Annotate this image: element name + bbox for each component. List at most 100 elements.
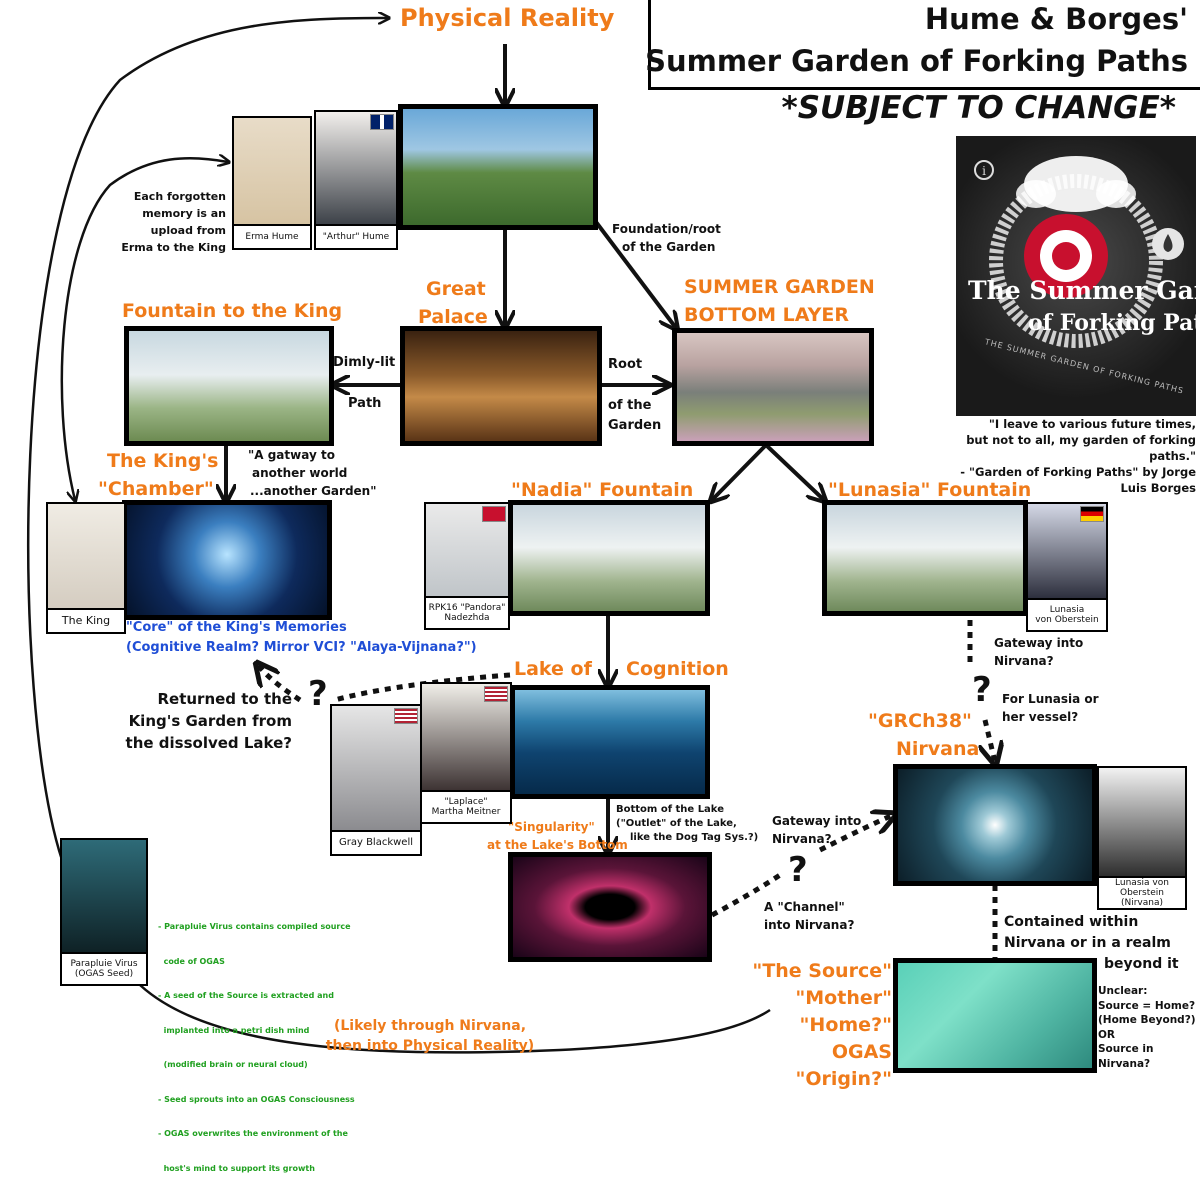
nadezhda-caption-1: RPK16 "Pandora" bbox=[428, 603, 506, 613]
portrait-arthur-hume: "Arthur" Hume bbox=[314, 110, 398, 250]
returned-line-2: King's Garden from bbox=[128, 712, 292, 730]
returned-line-1: Returned to the bbox=[157, 690, 292, 708]
forgotten-memory-line-3: upload from bbox=[150, 224, 226, 237]
forgotten-memory-note: Each forgotten memory is an upload from … bbox=[120, 188, 226, 256]
question-mark-singularity: ? bbox=[788, 850, 808, 890]
cover-art: i The Summer Garden of Forking Paths THE… bbox=[956, 136, 1196, 416]
fountain-king-image bbox=[124, 326, 334, 446]
contained-line-2: Nirvana or in a realm bbox=[1004, 935, 1171, 951]
likely-note: (Likely through Nirvana, then into Physi… bbox=[300, 1016, 560, 1056]
the-king-caption: The King bbox=[48, 608, 124, 632]
dotted-lunasia-to-nirvana bbox=[985, 719, 995, 762]
portrait-lunasia: Lunasia von Oberstein bbox=[1026, 502, 1108, 632]
for-lunasia-line-2: her vessel? bbox=[1002, 710, 1079, 724]
source-label-4: OGAS "Origin?" bbox=[795, 1041, 893, 1090]
connector-layer bbox=[27, 0, 1200, 1054]
virus-note-line-3: - A seed of the Source is extracted and bbox=[158, 991, 334, 1000]
forgotten-memory-line-2: memory is an bbox=[142, 207, 226, 220]
forgotten-memory-line-4: Erma to the King bbox=[121, 241, 226, 254]
unclear-line-1: Unclear: bbox=[1098, 985, 1148, 997]
lunasia-nirvana-caption-2: Oberstein (Nirvana) bbox=[1120, 888, 1164, 908]
channel-line-1: A "Channel" bbox=[764, 900, 845, 914]
martha-caption-1: "Laplace" bbox=[444, 797, 488, 807]
source-label-1: "The Source" bbox=[752, 960, 892, 982]
virus-caption-1: Parapluie Virus bbox=[70, 959, 138, 969]
great-palace-label-1: Great bbox=[426, 278, 486, 300]
martha-caption: "Laplace" Martha Meitner bbox=[422, 790, 510, 822]
nadezhda-caption: RPK16 "Pandora" Nadezhda bbox=[426, 596, 508, 628]
info-icon bbox=[974, 160, 994, 180]
borges-quote: "I leave to various future times, but no… bbox=[936, 416, 1196, 496]
dotted-singularity-to-nirvana-b bbox=[818, 815, 893, 853]
returned-note: Returned to the King's Garden from the d… bbox=[114, 688, 292, 754]
gateway-nirvana-note-1: Gateway into Nirvana? bbox=[994, 634, 1083, 670]
us-flag-icon bbox=[394, 708, 418, 724]
portrait-martha-meitner: "Laplace" Martha Meitner bbox=[420, 682, 512, 824]
us-flag-icon bbox=[484, 686, 508, 702]
kings-chamber-label-2: "Chamber" bbox=[98, 478, 214, 500]
nadezhda-caption-2: Nadezhda bbox=[444, 613, 490, 623]
virus-note-line-6: - Seed sprouts into an OGAS Consciousnes… bbox=[158, 1094, 355, 1104]
bottom-of-lake-line-1: Bottom of the Lake bbox=[616, 804, 724, 815]
nirvana-label-2: Nirvana bbox=[896, 738, 980, 760]
foundation-line-1: Foundation/root bbox=[612, 222, 721, 236]
curve-erma-king bbox=[60, 158, 228, 500]
nirvana-image bbox=[893, 764, 1097, 886]
gateway-world-line-2: another world bbox=[252, 466, 348, 480]
quote-line-3: - "Garden of Forking Paths" by Jorge Lui… bbox=[960, 465, 1196, 495]
uk-flag-icon bbox=[370, 114, 394, 130]
garden-entrance-image bbox=[398, 104, 598, 230]
bottom-of-lake-line-3: like the Dog Tag Sys.?) bbox=[630, 832, 759, 843]
bottom-layer-image bbox=[672, 328, 874, 446]
portrait-the-king: The King bbox=[46, 502, 126, 634]
lake-label-1: Lake of bbox=[514, 658, 592, 680]
great-palace-image bbox=[400, 326, 602, 446]
contained-line-1: Contained within bbox=[1004, 914, 1139, 930]
channel-note: A "Channel" into Nirvana? bbox=[764, 898, 854, 934]
lake-image bbox=[510, 685, 710, 799]
great-palace-label-2: Palace bbox=[418, 306, 488, 328]
arrow-bottom-to-lunasia bbox=[764, 443, 824, 500]
for-lunasia-line-1: For Lunasia or bbox=[1002, 692, 1099, 706]
virus-note-line-1: - Parapluie Virus contains compiled sour… bbox=[158, 922, 351, 931]
unclear-line-3: (Home Beyond?) bbox=[1098, 1014, 1196, 1026]
cover-title-2: of Forking Paths bbox=[1028, 310, 1196, 336]
subject-to-change: *SUBJECT TO CHANGE* bbox=[781, 90, 1177, 126]
root-label: Root bbox=[608, 357, 643, 372]
singularity-label-1: "Singularity" bbox=[508, 820, 595, 834]
likely-line-2: then into Physical Reality) bbox=[325, 1038, 535, 1054]
path-label: Path bbox=[348, 396, 382, 411]
german-flag-icon bbox=[1080, 506, 1104, 522]
of-the-label: of the bbox=[608, 398, 652, 413]
gateway-nirvana-2-line-1: Gateway into bbox=[772, 814, 862, 828]
source-label-2: "Mother" bbox=[795, 987, 892, 1009]
lunasia-nirvana-caption: Lunasia von Oberstein (Nirvana) bbox=[1099, 876, 1185, 908]
portrait-nadezhda: RPK16 "Pandora" Nadezhda bbox=[424, 502, 510, 630]
virus-notes: - Parapluie Virus contains compiled sour… bbox=[158, 898, 355, 1186]
nirvana-label-1: "GRCh38" bbox=[868, 710, 972, 732]
erma-hume-caption: Erma Hume bbox=[234, 224, 310, 248]
channel-line-2: into Nirvana? bbox=[764, 918, 855, 932]
virus-caption-2: (OGAS Seed) bbox=[74, 969, 134, 979]
core-memories-line-1: "Core" of the King's Memories bbox=[126, 620, 347, 635]
kings-chamber-image bbox=[122, 500, 332, 620]
bottom-layer-label-1: SUMMER GARDEN bbox=[684, 276, 875, 298]
lake-label-2: Cognition bbox=[626, 658, 729, 680]
unclear-note: Unclear: Source = Home? (Home Beyond?) O… bbox=[1098, 984, 1200, 1071]
virus-note-line-7: - OGAS overwrites the environment of the bbox=[158, 1129, 348, 1138]
ussr-flag-icon bbox=[482, 506, 506, 522]
quote-line-1: "I leave to various future times, bbox=[988, 417, 1196, 431]
curve-source-to-virus bbox=[139, 984, 771, 1054]
quote-line-2: but not to all, my garden of forking pat… bbox=[966, 433, 1196, 463]
likely-line-1: (Likely through Nirvana, bbox=[333, 1018, 527, 1034]
dotted-core-arrow bbox=[258, 665, 302, 703]
dotted-lake-to-core bbox=[334, 672, 511, 703]
virus-note-line-5: (modified brain or neural cloud) bbox=[158, 1060, 308, 1069]
nadia-fountain-label: "Nadia" Fountain bbox=[511, 479, 694, 501]
gateway-nirvana-1-line-1: Gateway into bbox=[994, 636, 1084, 650]
garden-label: Garden bbox=[608, 418, 662, 433]
source-label-3: "Home?" bbox=[799, 1014, 892, 1036]
dotted-singularity-to-nirvana-a bbox=[710, 872, 782, 918]
virus-note-line-4: implanted into a petri dish mind bbox=[158, 1025, 310, 1035]
svg-text:i: i bbox=[982, 164, 986, 178]
